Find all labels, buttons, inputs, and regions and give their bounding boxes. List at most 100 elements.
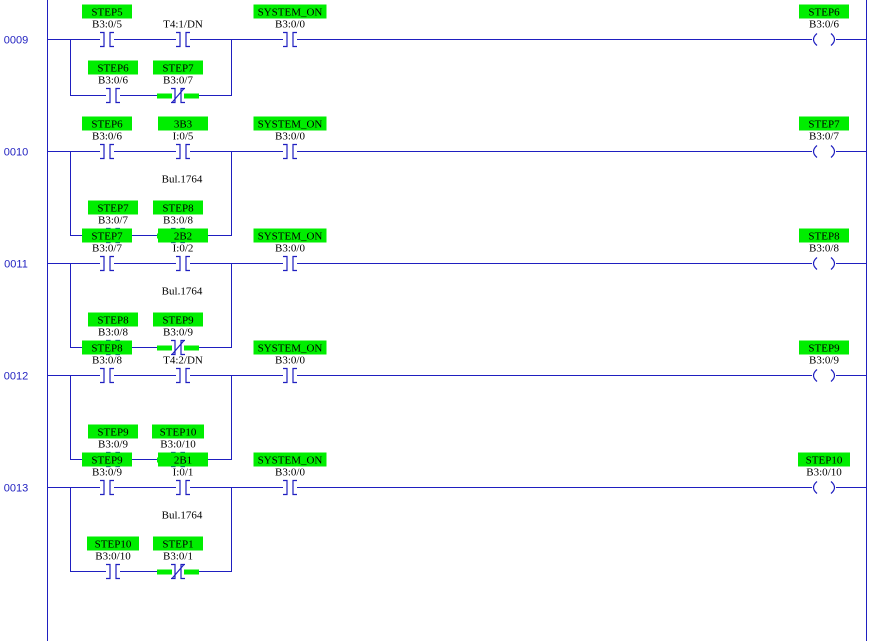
tag-label: STEP6 [91,119,123,131]
input-tag[interactable]: STEP7 [82,228,132,243]
tag-highlight [798,452,850,467]
branch-address: B3:0/10 [95,551,131,563]
examine-if-closed-contact[interactable] [283,479,297,496]
examine-if-closed-contact[interactable] [106,87,120,104]
branch-address: B3:0/7 [163,75,193,87]
branch-tag[interactable]: STEP9 [88,424,138,439]
power-flow-highlight [157,345,172,351]
examine-if-open-contact[interactable] [157,563,199,580]
input-tag[interactable]: SYSTEM_ON [253,340,327,355]
input-tag[interactable]: STEP6 [82,116,132,131]
tag-label: STEP9 [97,427,129,439]
tag-label: STEP6 [808,7,840,19]
output-coil[interactable] [812,33,836,46]
examine-if-closed-contact[interactable] [283,31,297,48]
branch-tag[interactable]: STEP7 [153,60,203,75]
input-address: B3:0/6 [92,131,122,143]
tag-highlight [153,200,203,215]
examine-if-closed-contact[interactable] [100,479,114,496]
examine-if-open-contact[interactable] [157,339,199,356]
tag-label: STEP10 [160,427,197,439]
input-tag[interactable]: 2B2 [158,228,208,243]
input-tag[interactable]: STEP9 [82,452,132,467]
output-tag[interactable]: STEP10 [798,452,850,467]
input-address: B3:0/7 [92,243,122,255]
power-flow-highlight [184,569,199,575]
tag-label: STEP5 [91,7,123,19]
tag-highlight [253,116,327,131]
tag-label: STEP8 [91,343,123,355]
branch-tag[interactable]: STEP6 [88,60,138,75]
rung-0013[interactable]: 0013STEP9B3:0/92B1I:0/1SYSTEM_ONB3:0/0ST… [4,452,867,580]
branch-tag[interactable]: STEP9 [153,312,203,327]
input-tag[interactable]: STEP5 [82,4,132,19]
examine-if-closed-contact[interactable] [100,31,114,48]
branch-tag[interactable]: STEP7 [88,200,138,215]
input-tag[interactable]: 2B1 [158,452,208,467]
input-tag[interactable]: SYSTEM_ON [253,452,327,467]
input-address: B3:0/0 [275,243,305,255]
branch-tag[interactable]: STEP1 [153,536,203,551]
output-tag[interactable]: STEP9 [799,340,849,355]
input-address: B3:0/0 [275,131,305,143]
tag-highlight [88,312,138,327]
branch-address: B3:0/7 [98,215,128,227]
input-tag[interactable]: SYSTEM_ON [253,4,327,19]
tag-highlight [82,116,132,131]
tag-label: SYSTEM_ON [258,119,323,131]
power-flow-highlight [184,93,199,99]
input-tag[interactable]: SYSTEM_ON [253,228,327,243]
output-tag[interactable]: STEP7 [799,116,849,131]
input-tag[interactable]: 3B3 [158,116,208,131]
tag-label: STEP7 [162,63,194,75]
tag-highlight [82,452,132,467]
output-address: B3:0/6 [809,19,839,31]
rung-number: 0011 [4,259,28,271]
branch-tag[interactable]: STEP10 [87,536,139,551]
output-tag[interactable]: STEP6 [799,4,849,19]
tag-label: STEP7 [808,119,840,131]
examine-if-closed-contact[interactable] [100,367,114,384]
tag-label: STEP10 [95,539,132,551]
tag-highlight [253,4,327,19]
output-coil[interactable] [812,481,836,494]
input-tag[interactable]: STEP8 [82,340,132,355]
tag-highlight [153,312,203,327]
branch-tag[interactable]: STEP8 [153,200,203,215]
rung-0010[interactable]: 0010STEP6B3:0/63B3I:0/5SYSTEM_ONB3:0/0ST… [4,116,867,244]
examine-if-closed-contact[interactable] [283,143,297,160]
examine-if-closed-contact[interactable] [283,255,297,272]
tag-label: STEP9 [91,455,123,467]
tag-highlight [153,60,203,75]
examine-if-open-contact[interactable] [157,87,199,104]
examine-if-closed-contact[interactable] [283,367,297,384]
branch-address: B3:0/9 [98,439,128,451]
input-address: B3:0/8 [92,355,122,367]
branch-wire [185,263,232,348]
branch-tag[interactable]: STEP10 [152,424,204,439]
output-coil[interactable] [812,257,836,270]
examine-if-closed-contact[interactable] [176,367,190,384]
examine-if-closed-contact[interactable] [176,31,190,48]
examine-if-closed-contact[interactable] [106,563,120,580]
output-tag[interactable]: STEP8 [799,228,849,243]
tag-highlight [87,536,139,551]
examine-if-closed-contact[interactable] [176,143,190,160]
examine-if-closed-contact[interactable] [176,479,190,496]
tag-highlight [88,424,138,439]
examine-if-closed-contact[interactable] [100,255,114,272]
input-tag[interactable]: SYSTEM_ON [253,116,327,131]
output-coil[interactable] [812,145,836,158]
branch-wire [70,39,106,96]
branch-tag[interactable]: STEP8 [88,312,138,327]
examine-if-closed-contact[interactable] [100,143,114,160]
rung-0011[interactable]: 0011STEP7B3:0/72B2I:0/2SYSTEM_ONB3:0/0ST… [4,228,867,356]
branch-wire [70,487,106,572]
tag-highlight [253,340,327,355]
output-coil[interactable] [812,369,836,382]
examine-if-closed-contact[interactable] [176,255,190,272]
tag-highlight [82,228,132,243]
